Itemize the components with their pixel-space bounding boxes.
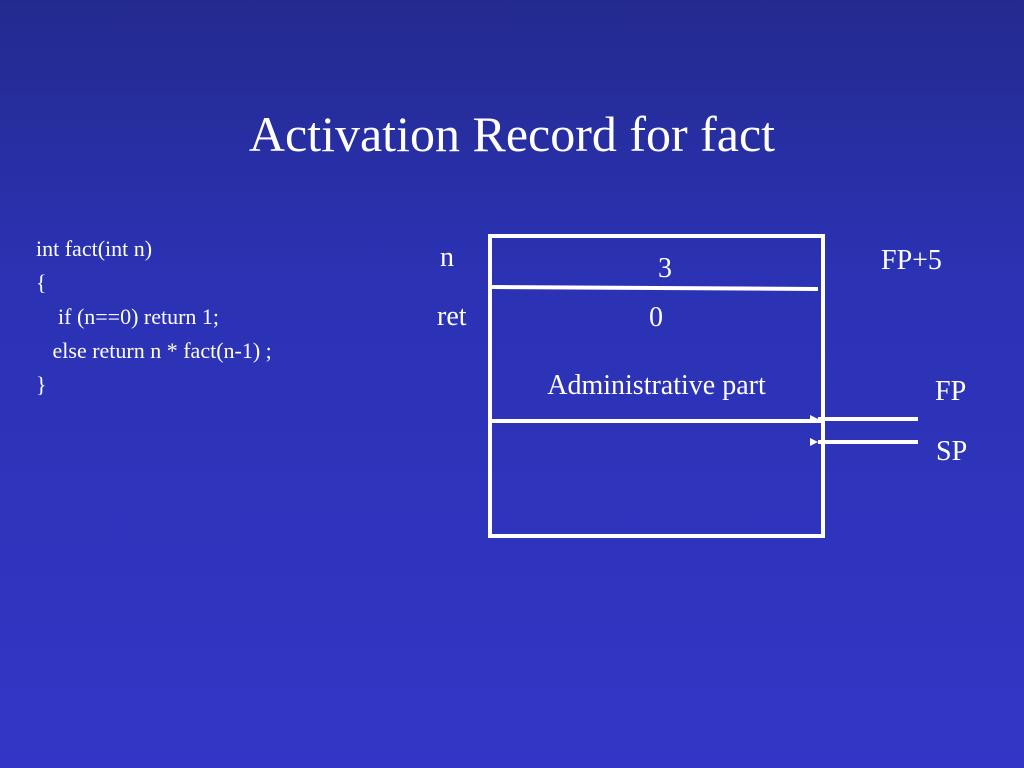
fp-plus-5-label: FP+5 (881, 245, 942, 276)
code-line: int fact(int n) (36, 236, 153, 261)
ret-row-label: ret (437, 301, 467, 332)
code-line: } (36, 372, 47, 397)
fp-label: FP (935, 376, 967, 407)
code-line: else return n * fact(n-1) ; (36, 338, 272, 363)
code-block: int fact(int n) { if (n==0) return 1; el… (36, 232, 272, 402)
administrative-part-label: Administrative part (547, 370, 766, 401)
n-row-label: n (440, 242, 454, 273)
record-box (488, 234, 825, 538)
n-divider-line (491, 285, 819, 291)
n-value: 3 (658, 253, 672, 284)
ret-value: 0 (649, 302, 663, 333)
code-line: { (36, 270, 47, 295)
code-line: if (n==0) return 1; (36, 304, 220, 329)
sp-label: SP (936, 436, 968, 467)
slide-title: Activation Record for fact (248, 106, 776, 162)
